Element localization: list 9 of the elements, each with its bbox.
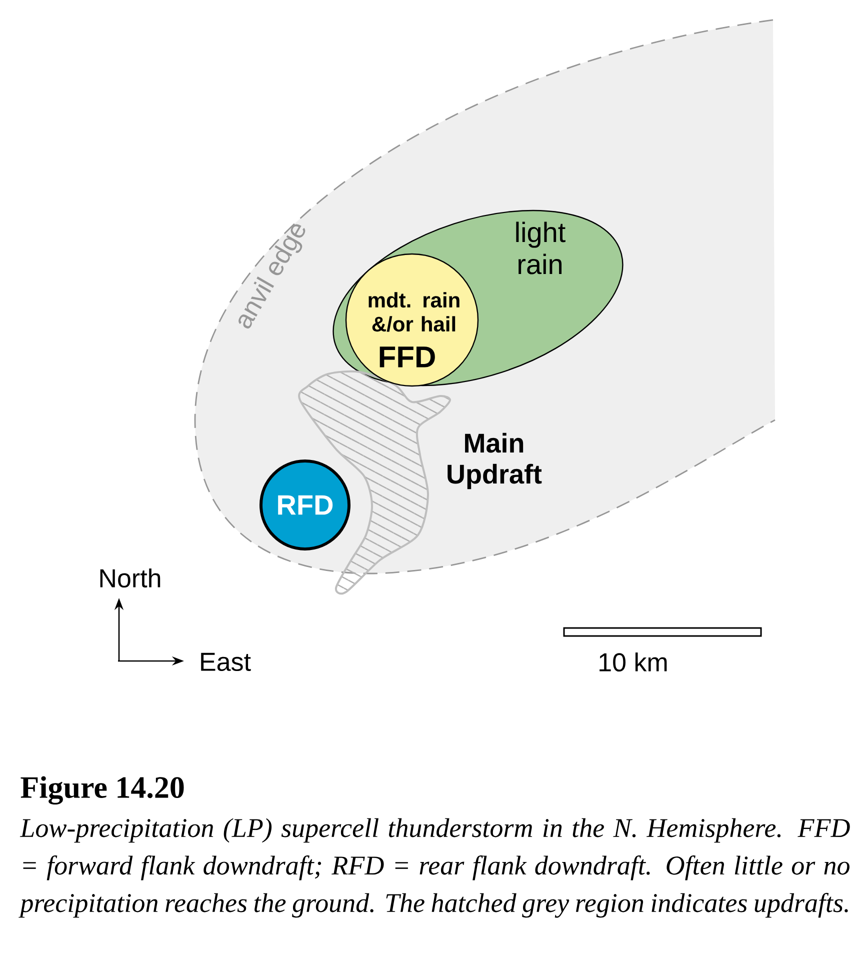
region-label: light rain bbox=[516, 222, 566, 274]
region-label: Main Updraft bbox=[448, 432, 542, 490]
region-label: mdt. rain &/or hail bbox=[368, 292, 460, 332]
axis-label: 10 km bbox=[600, 652, 667, 672]
figure-title: Figure 14.20 bbox=[20, 776, 184, 805]
region-label: FFD bbox=[380, 346, 435, 368]
axis-label: North bbox=[100, 568, 160, 588]
axis-label: East bbox=[201, 652, 251, 672]
caption: Low-precipitation (LP) supercell thunderstorm in the N. Hemisphere. FFD = forward flank downdraft; RFD = rear flank downdraft. Often little or no precipitation reaches the ground. The hatched grey region indicates updrafts. bbox=[18, 818, 850, 918]
